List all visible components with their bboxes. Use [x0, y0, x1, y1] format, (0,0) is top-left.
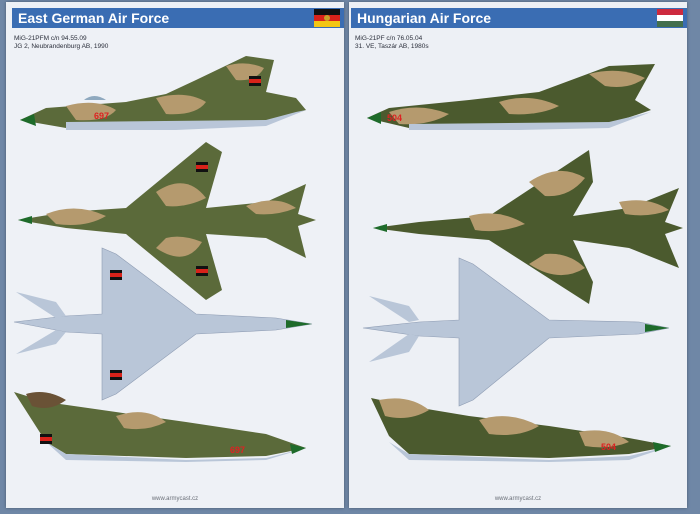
east-german-page: East German Air Force MiG-21PFM c/n 94.5…: [6, 2, 344, 508]
aircraft-unit: 31. VE, Taszár AB, 1980s: [355, 43, 429, 50]
east-germany-flag-icon: [314, 9, 340, 27]
side-profile-bottom: 697: [14, 392, 306, 462]
side-profile-top: 504: [367, 64, 655, 130]
aircraft-caption: MiG-21PFM c/n 94.55.09 JG 2, Neubrandenb…: [14, 35, 108, 51]
nose-number-left-2: 697: [230, 445, 245, 455]
profile-drawings: 697: [13, 56, 316, 462]
profile-drawings: 504: [362, 64, 683, 462]
aircraft-model: MiG-21PF c/n 76.05.04: [355, 35, 423, 42]
nose-number-right: 504: [387, 113, 402, 123]
hungarian-page: Hungarian Air Force MiG-21PF c/n 76.05.0…: [349, 2, 687, 508]
side-profile-bottom: 504: [371, 398, 671, 462]
bottom-view: [13, 247, 313, 401]
nose-number-left: 697: [94, 111, 109, 121]
page-footer: www.armycast.cz: [494, 496, 542, 502]
hungary-flag-icon: [657, 9, 683, 27]
page-title-banner: East German Air Force: [12, 8, 344, 28]
bottom-view: [362, 257, 670, 407]
top-view: [18, 142, 316, 300]
page-title: Hungarian Air Force: [357, 10, 492, 26]
page-title: East German Air Force: [18, 10, 170, 26]
page-footer: www.armycast.cz: [151, 496, 199, 502]
nose-number-right-2: 504: [601, 442, 616, 452]
aircraft-unit: JG 2, Neubrandenburg AB, 1990: [14, 43, 109, 50]
page-title-banner: Hungarian Air Force: [351, 8, 687, 28]
aircraft-model: MiG-21PFM c/n 94.55.09: [14, 35, 87, 42]
aircraft-caption: MiG-21PF c/n 76.05.04 31. VE, Taszár AB,…: [355, 35, 429, 51]
side-profile-top: 697: [20, 56, 306, 130]
top-view: [373, 150, 683, 304]
